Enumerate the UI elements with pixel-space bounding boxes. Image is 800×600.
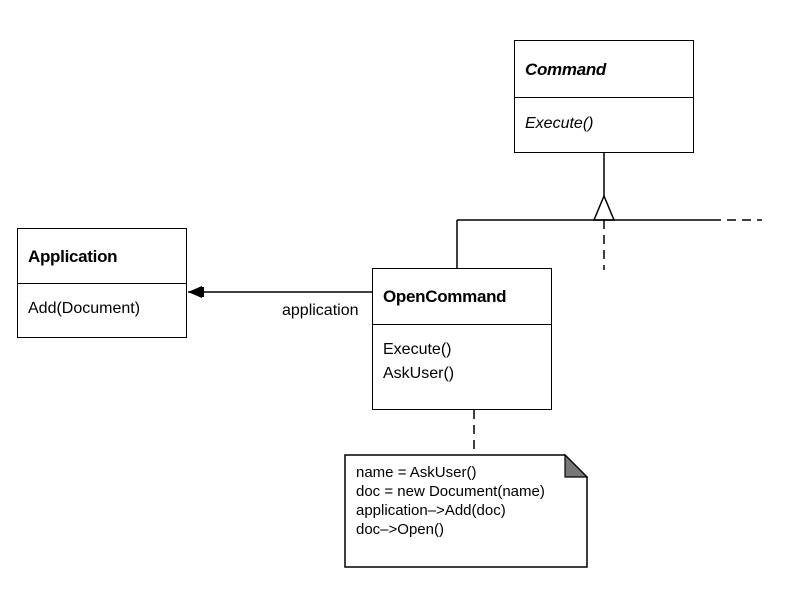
inheritance-triangle <box>592 194 616 221</box>
opencommand-class-name: OpenCommand <box>373 269 551 325</box>
note-line: doc–>Open() <box>356 521 444 538</box>
association-label: application <box>282 302 359 319</box>
implementation-note: name = AskUser() doc = new Document(name… <box>345 455 587 567</box>
opencommand-operation-askuser: AskUser() <box>383 365 455 382</box>
association-arrow-block <box>199 287 204 297</box>
note-line: name = AskUser() <box>356 464 477 481</box>
command-operation-execute: Execute() <box>525 115 594 132</box>
note-shape <box>344 454 588 568</box>
application-class: Application Add(Document) <box>17 228 187 338</box>
note-fold <box>564 453 589 478</box>
application-operations: Add(Document) <box>18 284 186 321</box>
command-class: Command Execute() <box>514 40 694 153</box>
association-arrowhead <box>188 286 202 298</box>
note-line: doc = new Document(name) <box>356 483 545 500</box>
note-line: application–>Add(doc) <box>356 502 506 519</box>
command-class-name: Command <box>515 41 693 98</box>
opencommand-class: OpenCommand Execute() AskUser() <box>372 268 552 410</box>
opencommand-operations: Execute() AskUser() <box>373 325 551 386</box>
command-operations: Execute() <box>515 98 693 136</box>
opencommand-operation-execute: Execute() <box>383 341 452 358</box>
application-operation-add: Add(Document) <box>28 300 141 317</box>
application-class-name: Application <box>18 229 186 284</box>
